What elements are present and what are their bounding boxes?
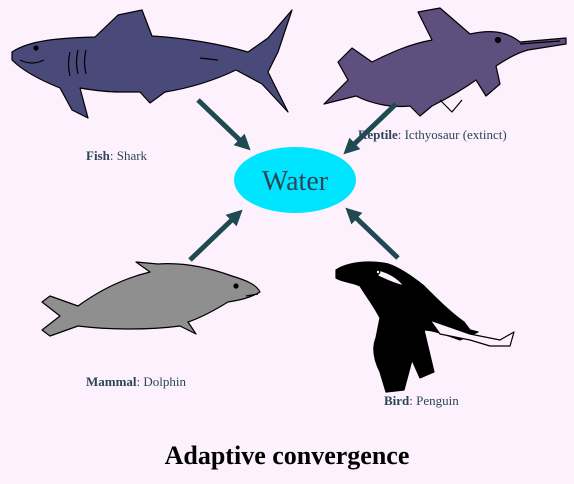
diagram-title: Adaptive convergence <box>164 441 410 470</box>
arrow-dolphin-to-water <box>188 209 243 262</box>
icthyosaur-icon <box>323 7 567 117</box>
caption-penguin: Bird: Penguin <box>384 393 459 408</box>
dolphin-icon <box>41 261 261 337</box>
caption-icthyosaur-category: Reptile <box>358 127 398 142</box>
arrow-penguin-to-water <box>345 207 400 260</box>
penguin-icon <box>335 261 515 393</box>
arrow-shark-to-water <box>196 98 251 151</box>
caption-shark: Fish: Shark <box>86 148 148 163</box>
arrow-icthyosaur-to-water <box>343 102 398 155</box>
caption-dolphin-name: Dolphin <box>143 374 187 389</box>
caption-icthyosaur: Reptile: Icthyosaur (extinct) <box>358 127 507 142</box>
caption-penguin-name: Penguin <box>416 393 459 408</box>
caption-shark-name: Shark <box>116 148 148 163</box>
water-node <box>234 147 356 213</box>
caption-shark-category: Fish <box>86 148 110 163</box>
caption-dolphin: Mammal: Dolphin <box>86 374 187 389</box>
water-label: Water <box>262 166 329 197</box>
caption-penguin-category: Bird <box>384 393 410 408</box>
caption-dolphin-category: Mammal <box>86 374 137 389</box>
caption-icthyosaur-name: Icthyosaur (extinct) <box>404 127 507 142</box>
shark-icon <box>11 9 293 119</box>
